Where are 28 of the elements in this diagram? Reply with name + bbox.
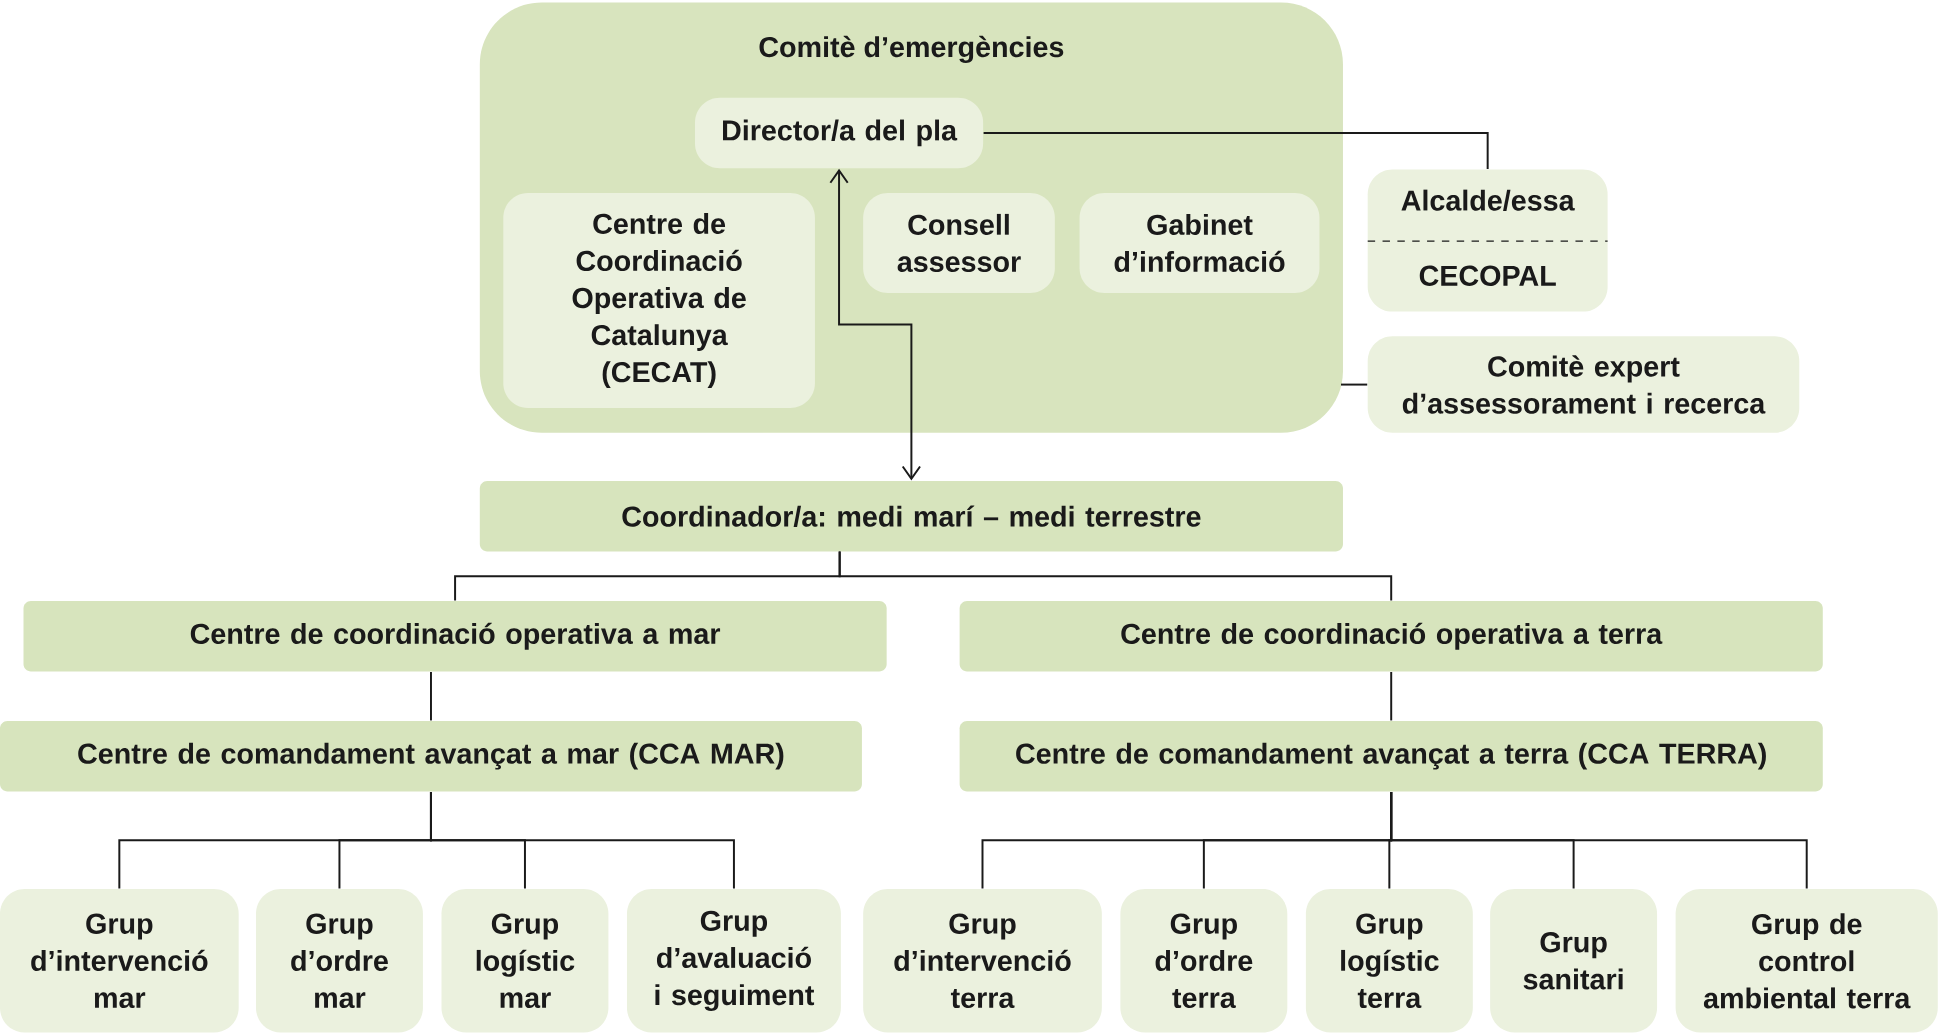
- group-box: Grup sanitari: [1490, 889, 1658, 1033]
- level-bar: Centre de comandament avançat a mar (CCA MAR): [0, 720, 862, 792]
- group-box: Grup logístic terra: [1305, 889, 1473, 1033]
- unit-box: Director/a del pla: [695, 97, 984, 169]
- group-box: Grup d’intervenció terra: [863, 889, 1102, 1033]
- group-box: Grup d’intervenció mar: [0, 889, 239, 1033]
- unit-box: Gabinet d’informació: [1079, 192, 1320, 293]
- group-box: Grup d’avaluació i seguiment: [626, 889, 841, 1033]
- group-box: Grup d’ordre terra: [1120, 889, 1288, 1033]
- connector-line: [1390, 670, 1393, 722]
- connector-line: [982, 131, 1489, 170]
- group-box: Grup d’ordre mar: [256, 889, 423, 1033]
- level-bar: Coordinador/a: medi marí – medi terrestre: [479, 480, 1343, 552]
- connector-line: [1390, 790, 1808, 890]
- unit-box: Centre de Coordinació Operativa de Catalunya (CECAT): [503, 192, 815, 408]
- level-bar: Centre de coordinació operativa a terra: [959, 600, 1823, 672]
- connector-line: [829, 168, 922, 481]
- connector-line: [429, 790, 735, 890]
- connector-line: [429, 670, 432, 722]
- level-bar: Centre de comandament avançat a terra (CCA TERRA): [959, 720, 1823, 792]
- group-box: Grup logístic mar: [441, 889, 609, 1033]
- group-box: Grup de control ambiental terra: [1675, 889, 1938, 1033]
- connector-line: [838, 550, 1393, 602]
- unit-box: Comitè expert d’assessorament i recerca: [1367, 336, 1800, 433]
- level-bar: Centre de coordinació operativa a mar: [23, 600, 887, 672]
- connector-line: [1340, 383, 1369, 386]
- unit-box: Alcalde/essa CECOPAL: [1366, 169, 1609, 312]
- unit-box: Consell assessor: [863, 192, 1055, 293]
